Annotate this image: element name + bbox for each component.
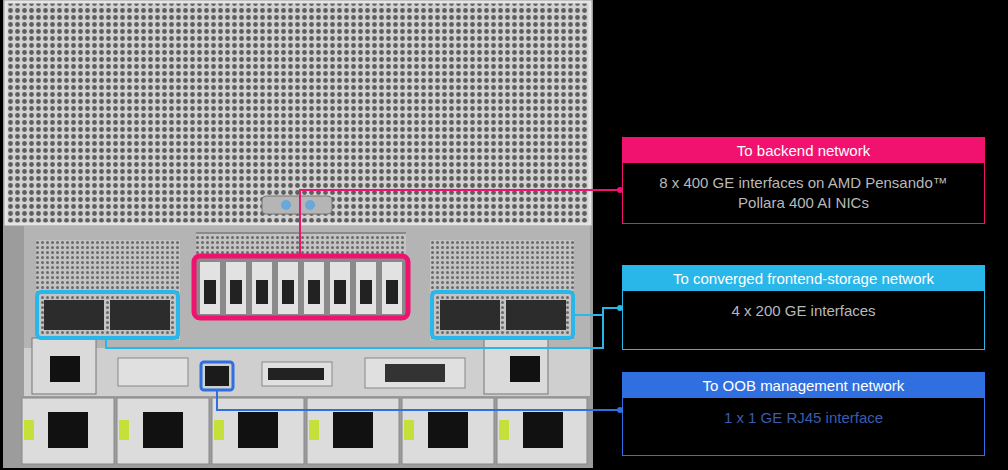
rj45-port	[205, 366, 229, 386]
right-bay	[430, 240, 574, 340]
display	[268, 368, 324, 380]
leader-line	[217, 390, 620, 410]
highlight-outline	[201, 362, 233, 390]
socket	[50, 356, 80, 382]
callout-body: 1 x 1 GE RJ45 interface	[623, 398, 984, 438]
port	[385, 364, 445, 382]
port	[44, 300, 104, 330]
callout-heading: To converged frontend-storage network	[623, 266, 984, 291]
callout-box: To backend network8 x 400 GE interfaces …	[622, 137, 985, 224]
module	[262, 362, 332, 386]
callout-box: To converged frontend-storage network4 x…	[622, 265, 985, 350]
callout-heading: To backend network	[623, 138, 984, 163]
psu-small	[484, 338, 548, 394]
chassis	[3, 0, 593, 468]
port	[110, 300, 170, 330]
callout-heading: To OOB management network	[623, 373, 984, 398]
leader-line	[573, 314, 603, 316]
module	[365, 358, 465, 388]
callout-body: 8 x 400 GE interfaces on AMD Pensando™ P…	[623, 163, 984, 223]
port	[506, 300, 566, 330]
highlight-outline	[194, 256, 408, 318]
module	[118, 358, 188, 386]
handle	[262, 196, 332, 214]
callout-body: 4 x 200 GE interfaces	[623, 291, 984, 331]
io-band	[24, 226, 590, 348]
socket	[510, 356, 540, 382]
psu-small	[32, 338, 96, 394]
leader-line	[106, 308, 620, 348]
power-supplies	[22, 398, 587, 464]
left-bay	[36, 240, 180, 340]
screw	[281, 200, 291, 210]
highlight-outline	[432, 292, 573, 338]
port	[440, 300, 500, 330]
highlight-outline	[37, 292, 178, 338]
callout-box: To OOB management network1 x 1 GE RJ45 i…	[622, 372, 985, 456]
leader-line	[300, 190, 620, 256]
screw	[305, 200, 315, 210]
